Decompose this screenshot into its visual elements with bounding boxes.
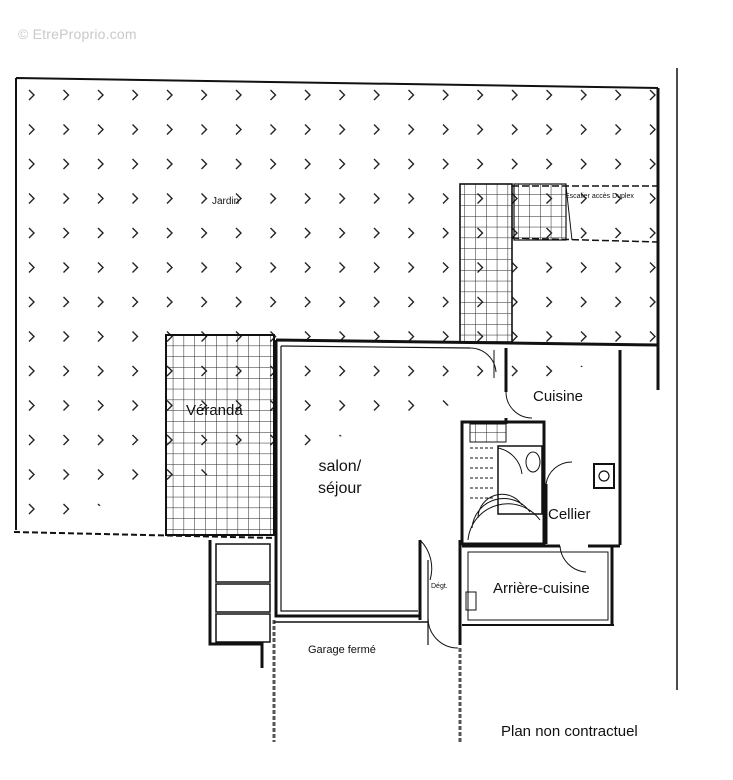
label-arriere-cuisine: Arrière-cuisine <box>493 580 590 597</box>
house-outer-wall <box>274 338 660 618</box>
entry-door-swing <box>469 347 497 373</box>
label-garage: Garage fermé <box>308 644 376 656</box>
storage-box-1 <box>215 543 271 583</box>
boiler-unit <box>593 463 615 489</box>
arriere-door-swing <box>559 545 587 573</box>
garden-boundary <box>15 77 659 530</box>
arriere-inner <box>467 551 609 621</box>
stair-tile-block <box>459 183 513 343</box>
wc-bowl <box>525 451 541 473</box>
watermark: © EtreProprio.com <box>18 26 137 42</box>
stair-wall <box>565 185 573 241</box>
house-inner-wall <box>280 346 418 612</box>
stair-landing <box>469 423 507 443</box>
label-escalier: Escalier accès Duplex <box>565 193 634 200</box>
stair-tread-area <box>513 183 567 241</box>
degt-door-bottom <box>427 617 459 649</box>
label-salon: salon/ séjour <box>318 456 362 500</box>
sink-unit <box>465 591 477 611</box>
storage-box-2 <box>215 583 271 613</box>
degt-door-swing <box>419 539 433 581</box>
cellier-door-swing <box>545 461 573 485</box>
stair-dashed-edge-bottom <box>511 237 659 243</box>
spiral-stair <box>467 493 541 541</box>
label-salon-line1: salon/ <box>318 458 362 475</box>
label-jardin: Jardin <box>212 196 240 207</box>
wc-door-swing <box>497 447 523 475</box>
stair-steps <box>470 447 494 499</box>
stair-core <box>460 420 546 546</box>
footer-note: Plan non contractuel <box>501 723 638 740</box>
label-veranda: Véranda <box>186 402 243 419</box>
storage-outline <box>208 540 264 668</box>
garden-south-edge-dashed <box>13 531 277 539</box>
veranda-tiles <box>165 334 275 536</box>
boiler-dial <box>598 470 610 482</box>
label-salon-line2: séjour <box>318 480 362 497</box>
label-degt: Dégt. <box>431 583 448 590</box>
storage-box-3 <box>215 613 271 643</box>
wall-top-inner <box>280 345 471 349</box>
kitchen-door-swing <box>505 391 533 419</box>
wc-box <box>497 445 543 515</box>
label-cellier: Cellier <box>548 506 591 523</box>
label-cuisine: Cuisine <box>533 388 584 405</box>
